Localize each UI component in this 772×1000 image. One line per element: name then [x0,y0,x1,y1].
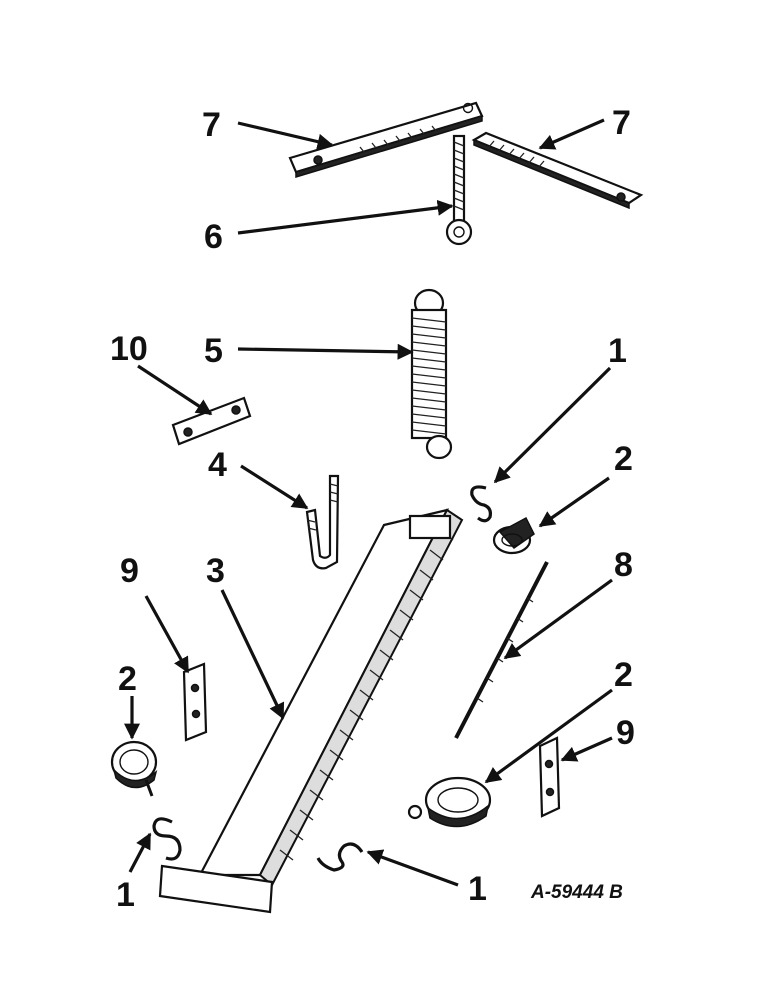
callout-1-top: 1 [608,332,627,370]
part-2-pulley-right [407,776,492,828]
part-2-pulley-top [492,516,535,555]
part-7-left-bar [288,101,484,179]
leader-1-left [128,832,152,873]
callout-7-right: 7 [612,104,631,142]
leader-7-left [237,121,334,150]
part-1-s-hook-top [470,485,492,523]
callout-2-right: 2 [614,656,633,694]
leader-2-right [484,688,613,784]
part-7-right-bar [471,131,644,210]
callout-3: 3 [206,552,225,590]
part-4-u-bracket [305,474,340,570]
callout-9-left: 9 [120,552,139,590]
part-2-pulley-left [110,740,158,797]
callout-8: 8 [614,546,633,584]
callout-2-left: 2 [118,660,137,698]
part-3-arm [158,508,464,914]
part-8-rod [454,561,549,739]
callout-1-left: 1 [116,876,135,914]
callout-labels: 7 7 6 10 5 1 2 4 9 3 8 2 2 9 1 1 A-59444… [110,104,635,914]
callout-4: 4 [208,446,227,484]
leader-9-right [560,736,613,762]
part-9-strap-left [182,662,208,742]
leader-2-top [538,476,610,528]
part-6-eye-bolt [445,134,473,246]
callout-7-left: 7 [202,106,221,144]
figure-number: A-59444 B [530,882,623,903]
leader-1-right [366,849,459,887]
leader-7-right [538,118,605,150]
leader-9-left [144,595,190,674]
callout-2-top: 2 [614,440,633,478]
callout-5: 5 [204,332,223,370]
leader-lines [124,118,613,887]
leader-1-top [493,366,612,484]
part-10-plate [171,396,252,446]
leader-10 [137,364,213,416]
callout-1-right: 1 [468,870,487,908]
leader-6 [237,199,454,235]
part-1-hook-left [152,817,182,861]
part-1-s-hook-right [316,842,364,872]
callout-9-right: 9 [616,714,635,752]
part-5-coil-spring [410,288,453,460]
part-9-strap-right [538,736,561,818]
leader-5 [237,343,414,360]
callout-6: 6 [204,218,223,256]
callout-10: 10 [110,330,148,368]
leader-3 [220,589,285,720]
leader-8 [503,578,613,660]
leader-4 [240,464,309,510]
